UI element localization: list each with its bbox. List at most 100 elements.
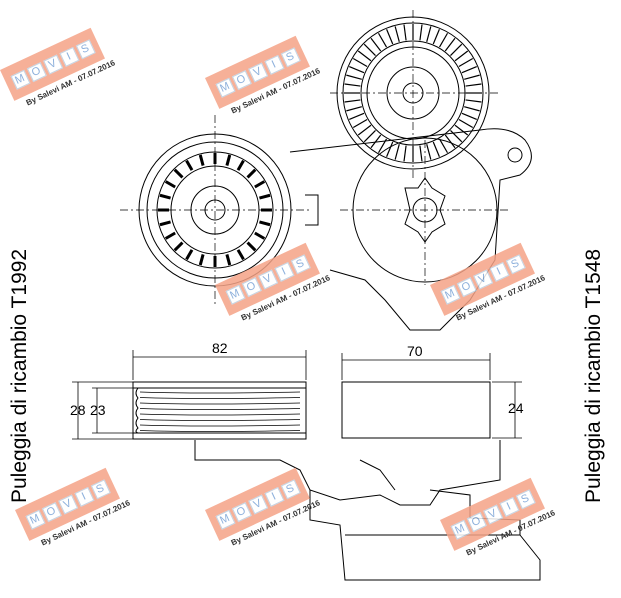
spoke bbox=[259, 220, 271, 227]
groove bbox=[139, 391, 301, 394]
spoke bbox=[465, 83, 482, 87]
spoke bbox=[363, 43, 376, 56]
watermark-letter: S bbox=[90, 479, 111, 500]
watermark-letter: S bbox=[290, 254, 311, 275]
dim-right-height: 24 bbox=[508, 400, 524, 416]
watermark-letter: V bbox=[42, 54, 63, 75]
tensioner-body bbox=[352, 137, 498, 283]
spoke bbox=[386, 141, 394, 157]
groove bbox=[139, 424, 301, 427]
spoke bbox=[426, 26, 432, 42]
spoke bbox=[352, 57, 368, 68]
spoke bbox=[346, 74, 362, 80]
watermark-letter: S bbox=[75, 39, 96, 60]
spoke bbox=[254, 231, 266, 240]
watermark-letter: M bbox=[449, 519, 470, 540]
spoke bbox=[352, 118, 368, 129]
spoke bbox=[450, 43, 463, 56]
spoke bbox=[461, 66, 477, 74]
watermark-letter: O bbox=[241, 276, 262, 297]
watermark-letter: M bbox=[439, 284, 460, 305]
spoke bbox=[159, 220, 171, 227]
watermark-letter: M bbox=[214, 77, 235, 98]
spoke bbox=[432, 141, 440, 157]
spoke bbox=[198, 254, 205, 266]
watermark-letter: O bbox=[231, 501, 252, 522]
watermark-letter: V bbox=[247, 62, 268, 83]
spoke bbox=[461, 112, 477, 120]
watermark-letter: I bbox=[73, 486, 94, 507]
spoke bbox=[236, 159, 245, 171]
spoke bbox=[403, 145, 407, 162]
spoke bbox=[198, 154, 205, 166]
watermark-letter: S bbox=[515, 489, 536, 510]
spoke bbox=[225, 254, 232, 266]
watermark-letter: V bbox=[472, 269, 493, 290]
spoke bbox=[394, 26, 400, 42]
spoke bbox=[465, 99, 482, 103]
spoke bbox=[173, 241, 184, 252]
spoke bbox=[344, 83, 361, 87]
top-pulley-front bbox=[336, 16, 490, 170]
spoke bbox=[349, 112, 365, 120]
spoke bbox=[377, 138, 388, 154]
spoke bbox=[370, 134, 382, 149]
right-part-label: Puleggia di ricambio T1548 bbox=[582, 248, 605, 503]
dim-left-width: 82 bbox=[212, 340, 228, 356]
spoke bbox=[458, 57, 474, 68]
spoke bbox=[403, 24, 407, 41]
watermark-letter: I bbox=[488, 261, 509, 282]
dim-right-width: 70 bbox=[407, 343, 423, 359]
groove bbox=[139, 397, 301, 399]
spoke bbox=[370, 37, 382, 52]
spoke bbox=[426, 144, 432, 160]
spoke bbox=[246, 168, 257, 179]
groove bbox=[139, 413, 301, 416]
groove bbox=[139, 430, 301, 432]
spoke bbox=[419, 24, 423, 41]
watermark-letter: S bbox=[280, 47, 301, 68]
groove bbox=[139, 408, 301, 410]
left-part-label: Puleggia di ricambio T1992 bbox=[8, 248, 31, 503]
left-pulley-side bbox=[132, 381, 307, 440]
spoke bbox=[444, 37, 456, 52]
watermark-letter: O bbox=[26, 61, 47, 82]
spoke bbox=[159, 193, 171, 200]
spoke bbox=[438, 138, 449, 154]
spoke bbox=[185, 249, 194, 261]
spoke bbox=[464, 106, 480, 112]
dim-left-outer-height: 28 bbox=[70, 402, 86, 418]
spoke bbox=[236, 249, 245, 261]
spoke bbox=[344, 99, 361, 103]
watermark-letter: O bbox=[41, 501, 62, 522]
spoke bbox=[377, 32, 388, 48]
groove bbox=[139, 402, 301, 405]
watermark-letter: I bbox=[498, 496, 519, 517]
watermark-letter: V bbox=[257, 269, 278, 290]
spoke bbox=[438, 32, 449, 48]
dim-left-inner-height: 23 bbox=[90, 402, 106, 418]
spoke bbox=[259, 193, 271, 200]
spoke bbox=[386, 29, 394, 45]
spoke bbox=[454, 50, 469, 62]
bracket-hole bbox=[507, 147, 523, 163]
watermark-letter: I bbox=[58, 46, 79, 67]
left-pulley-front bbox=[138, 133, 292, 287]
spoke bbox=[164, 180, 176, 189]
spoke bbox=[450, 130, 463, 143]
spoke bbox=[419, 145, 423, 162]
spoke bbox=[164, 231, 176, 240]
watermark-letter: V bbox=[247, 494, 268, 515]
spoke bbox=[225, 154, 232, 166]
watermark-letter: I bbox=[263, 54, 284, 75]
spoke bbox=[246, 241, 257, 252]
spoke bbox=[394, 144, 400, 160]
watermark-letter: O bbox=[231, 69, 252, 90]
spoke bbox=[185, 159, 194, 171]
spoke bbox=[454, 124, 469, 136]
watermark-letter: I bbox=[263, 486, 284, 507]
watermark-letter: I bbox=[273, 261, 294, 282]
watermark-letter: S bbox=[280, 479, 301, 500]
